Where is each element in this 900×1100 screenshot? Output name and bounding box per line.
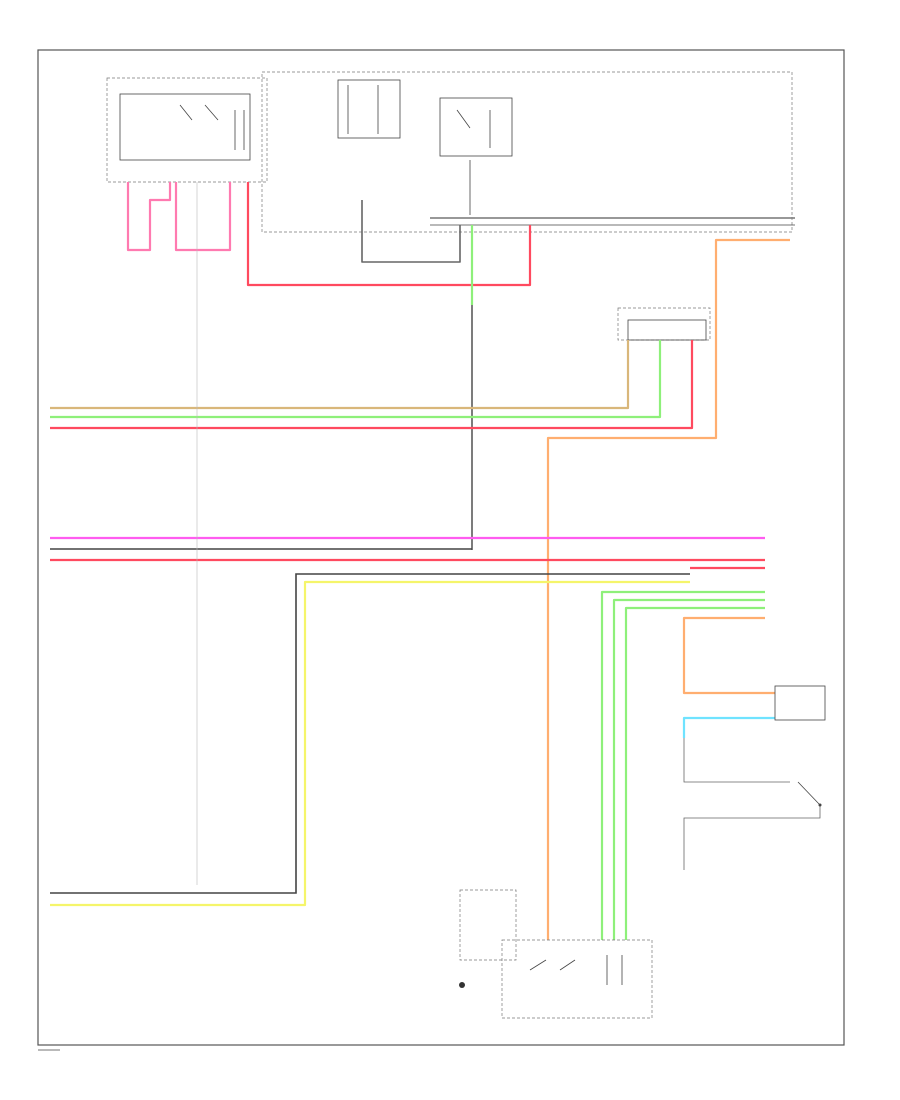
wire-pink-1 [126, 182, 172, 252]
wire-tan-horiz [50, 340, 630, 410]
wire-cyan [682, 716, 775, 738]
wire-gray-right [683, 738, 790, 783]
component-right-switch [797, 781, 822, 807]
component-connector-box-mid [617, 307, 711, 341]
component-headlight-switch [501, 939, 653, 1019]
wire-green-bottom-1 [600, 590, 765, 940]
wire-green-horiz [50, 340, 662, 419]
wire-red-top [246, 182, 532, 287]
wire-pink-2 [174, 182, 232, 252]
wire-black-fuse [361, 200, 461, 263]
wire-orange-right [546, 238, 790, 940]
wire-green-bottom-3 [624, 606, 765, 940]
wire-yellow-long [50, 580, 690, 907]
component-engine-room-fuse-box-left [106, 77, 268, 183]
component-relay-top-right [261, 71, 793, 233]
diagram-frame [37, 49, 845, 1046]
wire-red-horiz [50, 340, 694, 430]
wire-green-bottom-2 [612, 598, 765, 940]
component-junction-bar [430, 217, 795, 226]
component-ground-left [459, 889, 517, 988]
wire-gray-right-2 [683, 805, 821, 870]
wire-black-long [50, 573, 690, 894]
component-fuse-pair [337, 79, 401, 139]
wire-orange-loop [682, 616, 775, 695]
component-right-module [774, 685, 826, 721]
